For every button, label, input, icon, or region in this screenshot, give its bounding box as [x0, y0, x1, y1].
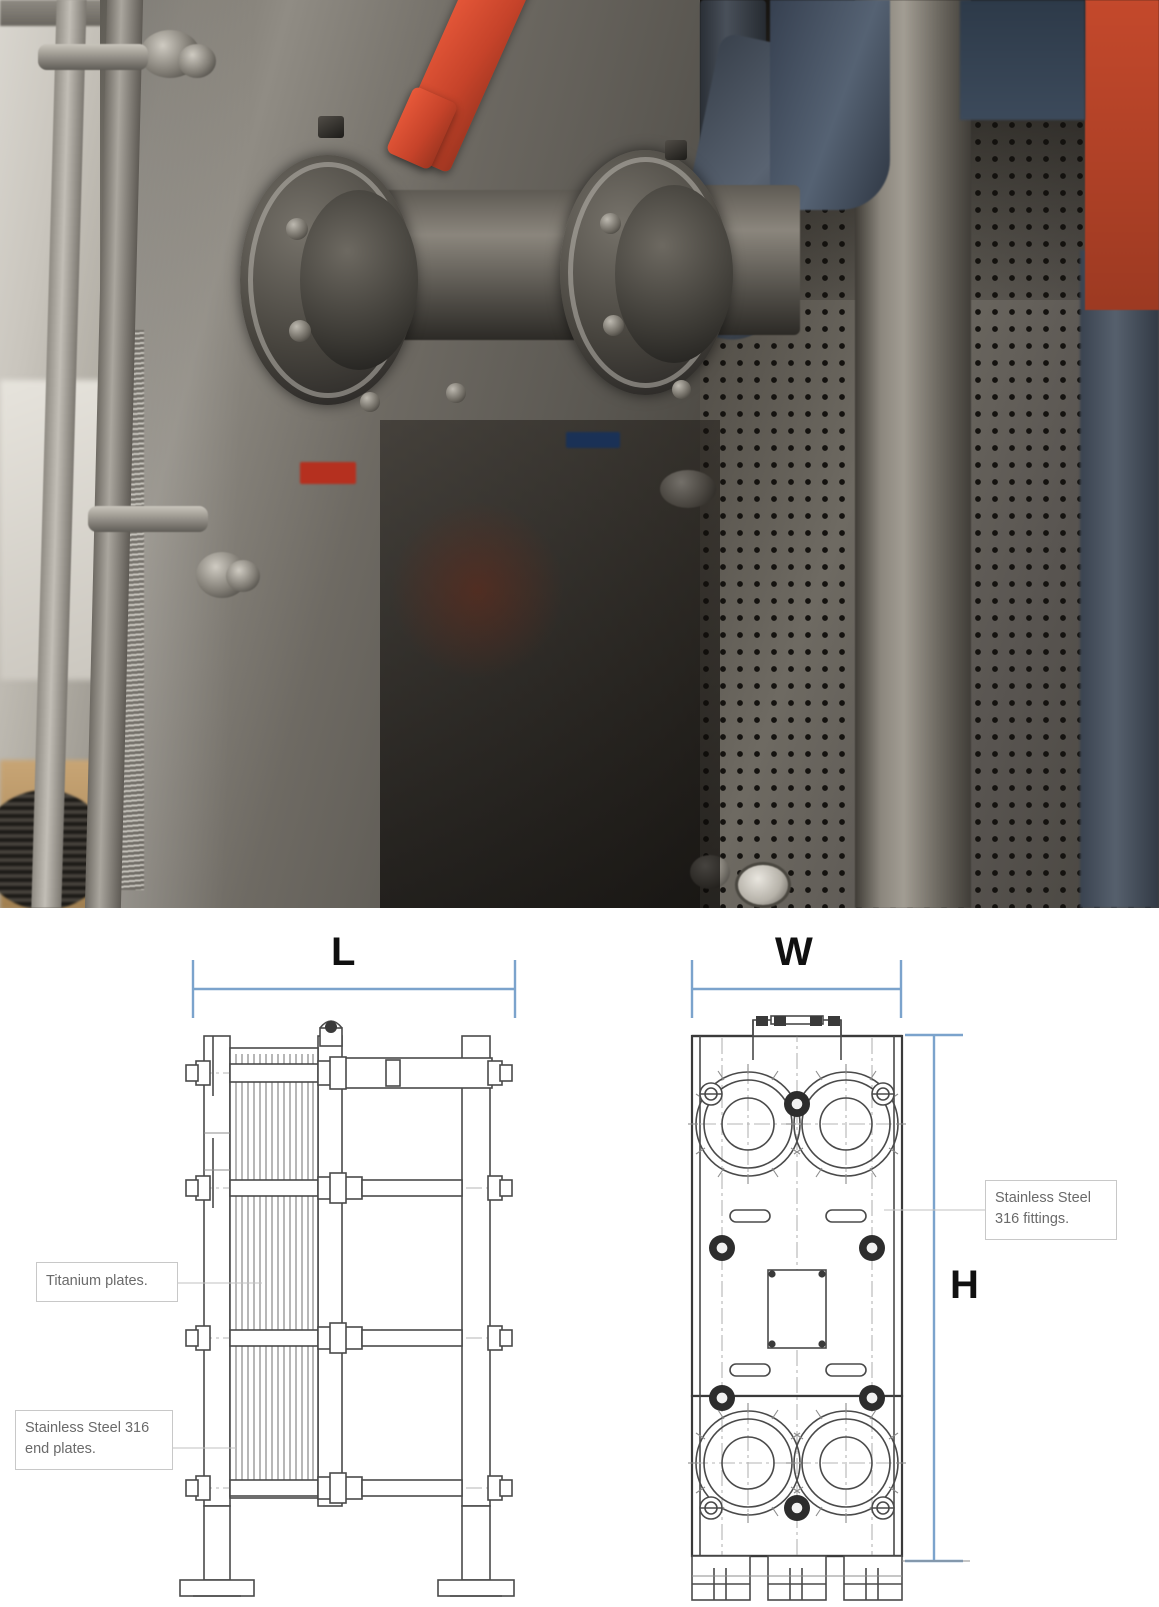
center-hex-nut-top — [784, 1091, 810, 1117]
flange-bolt — [446, 383, 466, 403]
product-photo — [0, 0, 1159, 908]
tie-rod-bottom — [185, 1472, 513, 1504]
corner-bolts-top — [699, 1082, 895, 1106]
dimension-line-length — [191, 960, 517, 1018]
flange-nut — [318, 116, 344, 138]
blue-panel-edge — [960, 0, 1085, 120]
pressure-gauge — [735, 862, 791, 908]
dimension-line-width — [690, 960, 903, 1018]
flange-bolt — [360, 392, 380, 412]
flange-hub-right — [615, 185, 733, 363]
center-hex-nut-bottom — [784, 1495, 810, 1521]
dimension-label-height: H — [950, 1263, 980, 1307]
top-connection-studs — [752, 1015, 842, 1060]
tie-rod-third — [185, 1322, 513, 1354]
top-lug — [319, 1020, 343, 1047]
flange-bolt — [600, 213, 621, 234]
callout-fittings: Stainless Steel 316 fittings. — [985, 1180, 1117, 1240]
red-label-sticker — [300, 462, 356, 484]
dimension-label-width: W — [775, 930, 814, 974]
tie-rod-top — [185, 1056, 513, 1090]
flange-bolt — [603, 315, 624, 336]
warm-reflection — [390, 500, 565, 680]
tie-rod-nut — [178, 44, 216, 78]
corner-bolts-bottom — [699, 1496, 895, 1520]
dimension-label-length: L — [331, 930, 356, 974]
callout-end-plates: Stainless Steel 316 end plates. — [15, 1410, 173, 1470]
pipe-elbow-upper — [770, 0, 890, 210]
technical-drawing: .ln { stroke:#4a4a4a; stroke-width:1.6; … — [0, 908, 1159, 1607]
vertical-pipe-column-secondary — [1080, 250, 1159, 908]
port-bottom-right — [786, 1403, 906, 1523]
end-plate-shadow — [380, 420, 720, 908]
support-feet-side — [179, 1505, 515, 1597]
nameplate — [767, 1269, 827, 1349]
flange-nut — [665, 140, 687, 160]
tie-rod — [38, 44, 148, 70]
slot-features — [729, 1209, 867, 1377]
front-elevation-view — [688, 1015, 985, 1601]
flange-hub-left — [300, 190, 418, 370]
tie-rod-second — [185, 1172, 513, 1204]
flange-bolt — [672, 380, 691, 399]
callout-titanium-plates: Titanium plates. — [36, 1262, 178, 1302]
tie-rod-nut — [226, 560, 260, 592]
mounting-feet-front — [691, 1554, 903, 1601]
side-elevation-view — [172, 1020, 515, 1597]
tie-rod — [88, 506, 208, 532]
titanium-plate-pack — [235, 1054, 314, 1492]
mid-tie-rod-bolts — [709, 1235, 885, 1411]
red-panel-edge — [1085, 0, 1159, 310]
flange-bolt — [289, 320, 311, 342]
drawing-canvas: .ln { stroke:#4a4a4a; stroke-width:1.6; … — [172, 960, 985, 1601]
flange-bolt — [286, 218, 308, 240]
